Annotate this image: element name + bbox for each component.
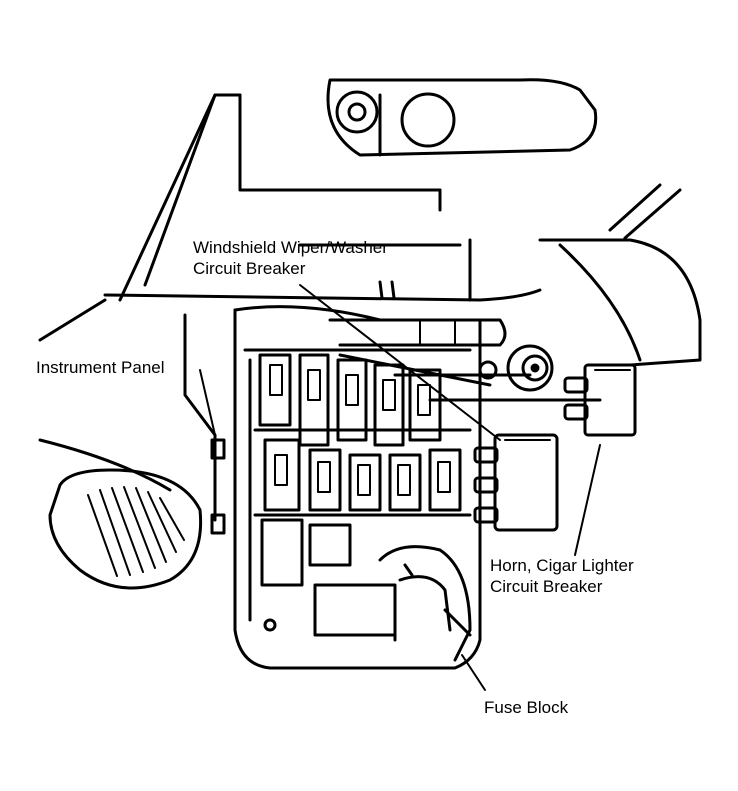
wiper-breaker-leader	[299, 284, 501, 441]
horn-circuit-breaker	[563, 363, 637, 437]
panel-side	[183, 313, 217, 522]
horn-breaker-label-line2: Circuit Breaker	[490, 577, 603, 596]
fuse-block-label: Fuse Block	[484, 698, 569, 717]
brake-pedal	[38, 438, 203, 590]
wiper-breaker-label-line1: Windshield Wiper/Washer	[193, 238, 388, 257]
steering-column	[118, 78, 598, 302]
instrument-panel-label: Instrument Panel	[36, 358, 165, 377]
wiper-circuit-breaker	[473, 433, 559, 532]
fuse-block	[210, 305, 482, 670]
connector-knob	[478, 344, 554, 392]
leader-lines	[199, 284, 601, 691]
instrument-panel-edge	[38, 183, 702, 367]
horn-breaker-leader	[574, 444, 601, 556]
fuse-block-leader	[461, 654, 486, 691]
wiring-bracket	[328, 318, 602, 402]
horn-breaker-label-line1: Horn, Cigar Lighter	[490, 556, 634, 575]
instrument-panel-leader	[199, 369, 216, 436]
wiper-breaker-label-line2: Circuit Breaker	[193, 259, 306, 278]
